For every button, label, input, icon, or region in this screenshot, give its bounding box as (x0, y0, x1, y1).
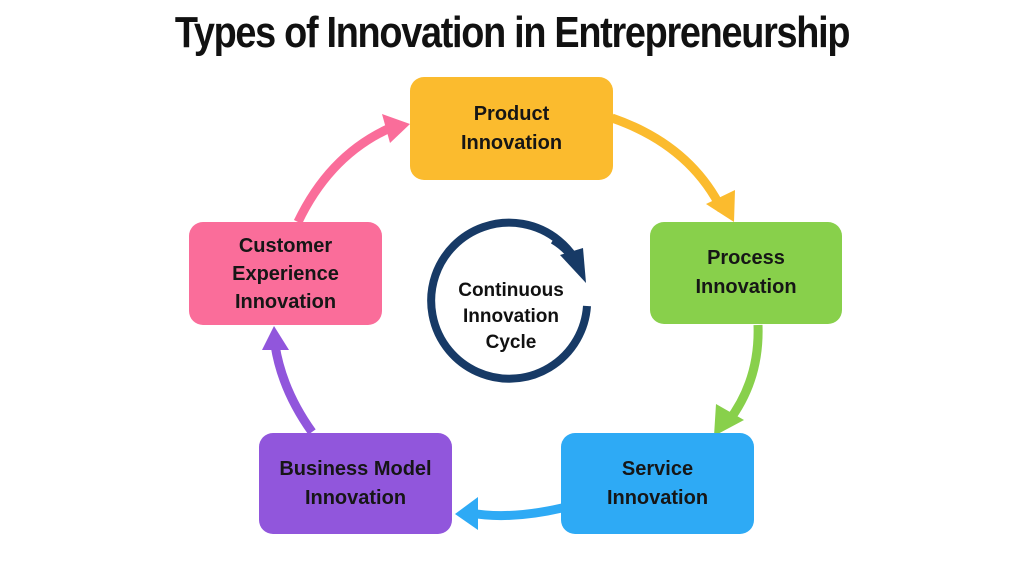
arrow-business-model-to-customer (262, 326, 316, 435)
node-process-innovation: Process Innovation (650, 222, 842, 324)
arrow-process-to-service (714, 324, 763, 436)
node-service-innovation: Service Innovation (561, 433, 754, 534)
cycle-arrow-icon (427, 218, 591, 383)
node-customer-experience-innovation: Customer Experience Innovation (189, 222, 382, 325)
node-label: Process Innovation (695, 247, 797, 298)
arrow-product-to-process (610, 113, 735, 222)
page-title: Types of Innovation in Entrepreneurship (174, 8, 851, 57)
node-label: Service Innovation (606, 457, 709, 509)
node-label: Product Innovation (460, 102, 563, 154)
arrow-customer-to-product (293, 114, 410, 224)
node-label: Customer Experience Innovation (232, 234, 339, 313)
node-label: Business Model Innovation (279, 457, 432, 509)
node-product-innovation: Product Innovation (410, 77, 613, 180)
arrow-service-to-business-model (455, 497, 564, 530)
center-label: Continuous Innovation Cycle (458, 280, 564, 353)
node-business-model-innovation: Business Model Innovation (259, 433, 452, 534)
